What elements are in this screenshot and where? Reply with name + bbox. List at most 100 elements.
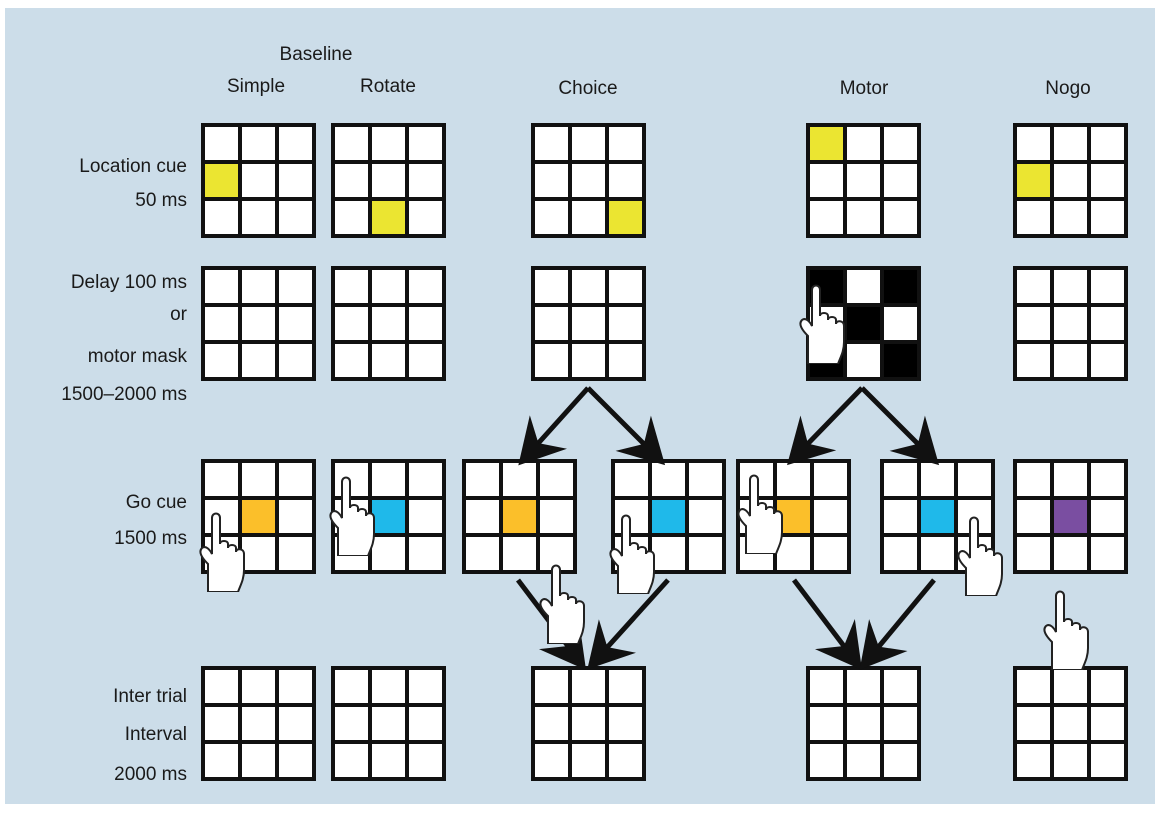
grid-cell <box>1050 303 1091 344</box>
grid-cell <box>605 197 646 238</box>
grid-cell <box>368 340 409 381</box>
grid-cell <box>368 160 409 201</box>
grid-cell <box>1087 740 1128 781</box>
grid-cell <box>568 197 609 238</box>
grid-cell <box>1087 303 1128 344</box>
grid-cell <box>201 266 242 307</box>
grid-cell <box>531 340 572 381</box>
grid-cell <box>531 123 572 164</box>
grid-cell <box>917 533 958 574</box>
grid-cell <box>880 666 921 707</box>
grid-cell <box>1013 740 1054 781</box>
grid-cell <box>1050 266 1091 307</box>
grid-cell <box>843 666 884 707</box>
grid-cell <box>201 303 242 344</box>
grid-cell <box>685 496 726 537</box>
grid-cell <box>1087 266 1128 307</box>
grid-nogo-iti <box>1013 666 1128 781</box>
arrow-choice-cyan-to-iti <box>587 578 670 670</box>
grid-cell <box>275 266 316 307</box>
grid-cell <box>1050 703 1091 744</box>
grid-cell <box>1013 703 1054 744</box>
grid-cell <box>531 740 572 781</box>
grid-cell <box>275 459 316 500</box>
grid-cell <box>843 160 884 201</box>
grid-cell <box>1087 666 1128 707</box>
row-label-go-cue-duration: 1500 ms <box>114 528 187 549</box>
grid-cell <box>499 459 540 500</box>
grid-cell <box>368 303 409 344</box>
grid-cell <box>201 340 242 381</box>
grid-choice-location-cue <box>531 123 646 238</box>
grid-motor-go-cue-cyan <box>880 459 995 574</box>
grid-cell <box>368 266 409 307</box>
grid-cell <box>605 160 646 201</box>
grid-cell <box>331 666 372 707</box>
grid-cell <box>531 303 572 344</box>
grid-cell <box>880 303 921 344</box>
pointing-hand-icon <box>199 512 245 592</box>
grid-cell <box>810 496 851 537</box>
row-label-go-cue: Go cue <box>125 492 187 513</box>
column-header-motor: Motor <box>839 78 889 99</box>
grid-cell <box>1050 533 1091 574</box>
pointing-hand-icon <box>329 476 375 556</box>
grid-cell <box>568 666 609 707</box>
grid-cell <box>568 303 609 344</box>
row-label-iti: Inter trial <box>113 686 187 707</box>
grid-cell <box>880 160 921 201</box>
grid-cell <box>275 197 316 238</box>
grid-cell <box>917 496 958 537</box>
grid-cell <box>368 666 409 707</box>
grid-cell <box>568 266 609 307</box>
grid-cell <box>1087 496 1128 537</box>
grid-cell <box>368 740 409 781</box>
grid-cell <box>238 703 279 744</box>
grid-rotate-location-cue <box>331 123 446 238</box>
grid-cell <box>1050 496 1091 537</box>
row-label-delay-duration: 1500–2000 ms <box>61 384 187 405</box>
grid-cell <box>1087 160 1128 201</box>
pointing-hand-icon <box>1043 590 1089 670</box>
grid-rotate-delay <box>331 266 446 381</box>
grid-cell <box>331 197 372 238</box>
grid-cell <box>1087 533 1128 574</box>
grid-cell <box>843 703 884 744</box>
grid-cell <box>331 123 372 164</box>
grid-cell <box>238 303 279 344</box>
grid-cell <box>1087 703 1128 744</box>
grid-cell <box>201 740 242 781</box>
row-label-motor-mask: motor mask <box>87 346 187 367</box>
grid-cell <box>531 197 572 238</box>
grid-cell <box>462 533 503 574</box>
grid-cell <box>605 123 646 164</box>
grid-cell <box>806 160 847 201</box>
grid-cell <box>275 496 316 537</box>
grid-cell <box>405 666 446 707</box>
row-label-location-cue-duration: 50 ms <box>135 190 187 211</box>
grid-cell <box>275 740 316 781</box>
grid-cell <box>605 740 646 781</box>
grid-cell <box>201 197 242 238</box>
grid-cell <box>201 123 242 164</box>
grid-cell <box>238 123 279 164</box>
grid-cell <box>275 340 316 381</box>
grid-cell <box>405 459 446 500</box>
grid-cell <box>880 496 921 537</box>
grid-cell <box>1013 459 1054 500</box>
grid-choice-go-cue-orange <box>462 459 577 574</box>
grid-cell <box>331 740 372 781</box>
grid-cell <box>201 666 242 707</box>
arrow-motor-cyan-to-iti <box>859 578 936 670</box>
grid-cell <box>1050 666 1091 707</box>
grid-cell <box>1013 266 1054 307</box>
grid-cell <box>1050 123 1091 164</box>
grid-cell <box>880 703 921 744</box>
grid-cell <box>605 303 646 344</box>
grid-cell <box>1013 197 1054 238</box>
grid-cell <box>843 740 884 781</box>
arrow-motor-orange-to-iti <box>792 578 863 670</box>
grid-cell <box>331 160 372 201</box>
pointing-hand-icon <box>957 516 1003 596</box>
